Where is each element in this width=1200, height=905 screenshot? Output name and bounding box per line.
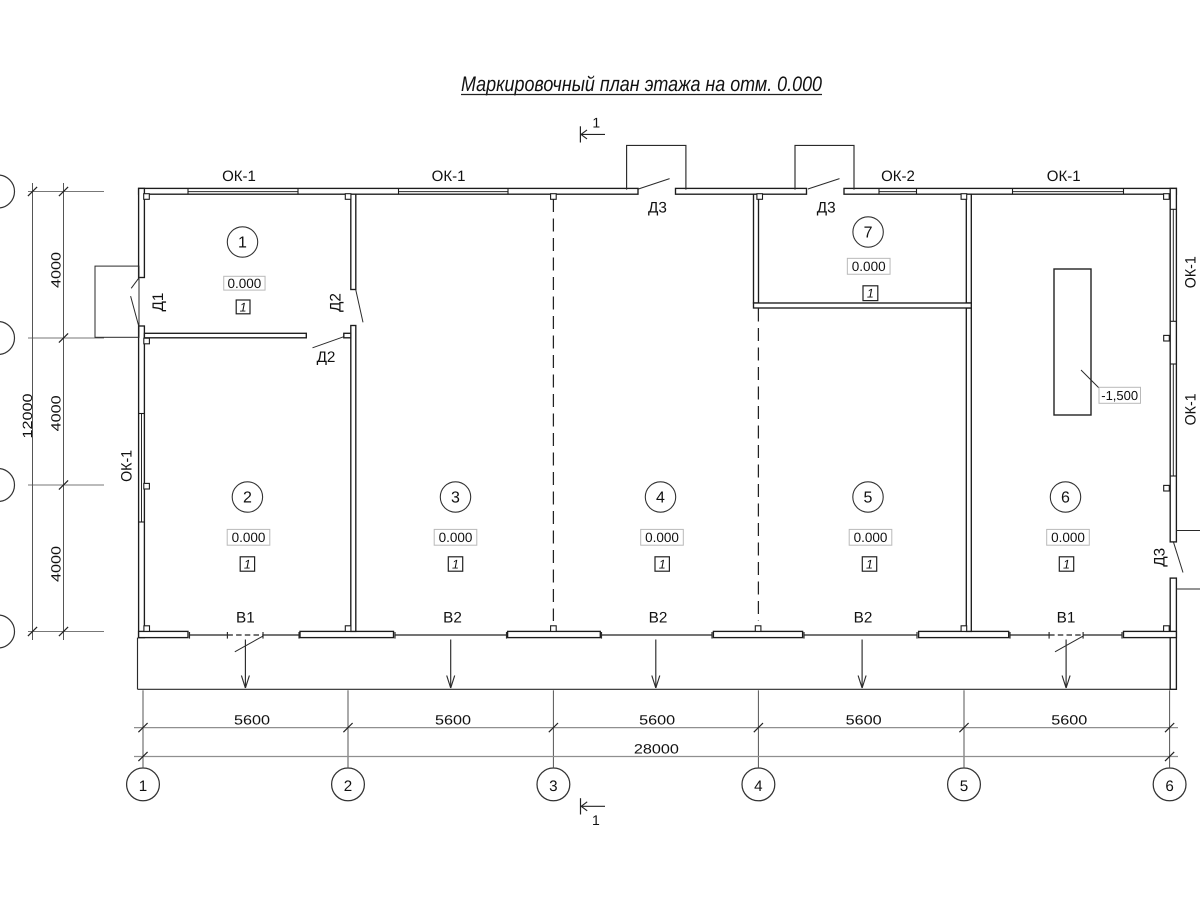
svg-text:0.000: 0.000	[854, 530, 888, 545]
svg-text:1: 1	[1063, 557, 1070, 571]
svg-text:ОК-2: ОК-2	[881, 168, 915, 185]
svg-text:5: 5	[960, 778, 968, 795]
svg-text:Д3: Д3	[1152, 548, 1169, 567]
svg-text:4: 4	[754, 778, 762, 795]
svg-text:3: 3	[451, 490, 460, 507]
svg-text:В1: В1	[1057, 610, 1076, 627]
svg-text:7: 7	[864, 225, 873, 242]
svg-text:ОК-1: ОК-1	[1183, 256, 1200, 288]
svg-text:1: 1	[139, 778, 147, 795]
svg-text:1: 1	[866, 557, 873, 571]
svg-text:В2: В2	[854, 610, 873, 627]
svg-text:5600: 5600	[1051, 713, 1087, 728]
svg-text:-1,500: -1,500	[1101, 388, 1138, 403]
svg-text:0.000: 0.000	[852, 259, 886, 274]
svg-text:ОК-1: ОК-1	[118, 450, 135, 482]
svg-text:1: 1	[238, 235, 247, 252]
svg-text:Д2: Д2	[327, 293, 344, 312]
svg-text:5600: 5600	[234, 713, 270, 728]
svg-text:0.000: 0.000	[1051, 530, 1085, 545]
svg-text:1: 1	[592, 114, 600, 130]
svg-text:4000: 4000	[49, 546, 64, 582]
svg-text:0.000: 0.000	[228, 276, 262, 291]
svg-text:6: 6	[1061, 490, 1070, 507]
svg-text:5600: 5600	[435, 713, 471, 728]
svg-text:12000: 12000	[20, 394, 35, 439]
svg-text:6: 6	[1165, 778, 1173, 795]
svg-text:0.000: 0.000	[232, 530, 266, 545]
svg-text:ОК-1: ОК-1	[222, 168, 256, 185]
svg-text:1: 1	[240, 300, 247, 314]
svg-text:Д2: Д2	[317, 349, 336, 366]
svg-text:В2: В2	[443, 610, 462, 627]
svg-text:ОК-1: ОК-1	[1047, 168, 1081, 185]
svg-text:1: 1	[592, 812, 600, 828]
svg-text:Д1: Д1	[150, 293, 167, 312]
svg-text:1: 1	[659, 557, 666, 571]
svg-text:ОК-1: ОК-1	[432, 168, 466, 185]
svg-text:1: 1	[244, 557, 251, 571]
svg-text:3: 3	[549, 778, 557, 795]
svg-text:2: 2	[344, 778, 352, 795]
svg-text:Маркировочный план этажа на от: Маркировочный план этажа на отм. 0.000	[461, 73, 822, 96]
svg-text:0.000: 0.000	[645, 530, 679, 545]
svg-text:5600: 5600	[639, 713, 675, 728]
svg-text:1: 1	[452, 557, 459, 571]
svg-text:4: 4	[656, 490, 665, 507]
svg-text:В2: В2	[649, 610, 668, 627]
svg-text:5: 5	[864, 490, 873, 507]
svg-text:5600: 5600	[846, 713, 882, 728]
svg-text:2: 2	[243, 490, 252, 507]
svg-text:0.000: 0.000	[439, 530, 473, 545]
svg-text:В1: В1	[236, 610, 255, 627]
svg-text:1: 1	[867, 287, 874, 301]
svg-text:4000: 4000	[49, 395, 64, 431]
svg-text:28000: 28000	[634, 742, 679, 757]
svg-text:4000: 4000	[49, 252, 64, 288]
svg-text:Д3: Д3	[817, 199, 836, 216]
svg-text:ОК-1: ОК-1	[1183, 393, 1200, 425]
svg-text:Д3: Д3	[648, 199, 667, 216]
